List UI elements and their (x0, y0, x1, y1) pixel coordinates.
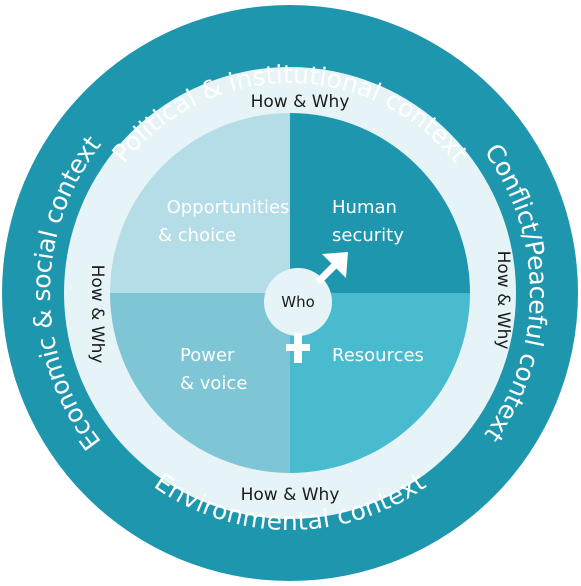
how-why-label-right: How & Why (493, 251, 513, 350)
male-symbol-icon (315, 252, 348, 285)
quadrant-resources (290, 293, 470, 473)
quadrant-human-security (290, 113, 470, 293)
quadrant-label-top-left-line1: Opportunities (167, 197, 290, 218)
how-why-label-top: How & Why (251, 92, 350, 112)
center-who-circle (264, 268, 332, 336)
center-who-label: Who (281, 293, 315, 311)
quadrant-label-top-left-line2: & choice (158, 225, 236, 246)
quadrant-label-bottom-left-line2: & voice (180, 373, 247, 394)
quadrant-label-bottom-left-line1: Power (180, 345, 235, 366)
quadrant-opportunities-choice (110, 113, 290, 293)
quadrant-label-top-right-line2: security (332, 225, 404, 246)
female-symbol-icon (286, 333, 310, 363)
quadrant-label-top-right-line1: Human (332, 197, 397, 218)
how-why-label-left: How & Why (87, 265, 107, 364)
quadrant-power-voice (110, 293, 290, 473)
how-why-label-bottom: How & Why (241, 485, 340, 505)
quadrant-label-bottom-right-line1: Resources (332, 345, 424, 366)
